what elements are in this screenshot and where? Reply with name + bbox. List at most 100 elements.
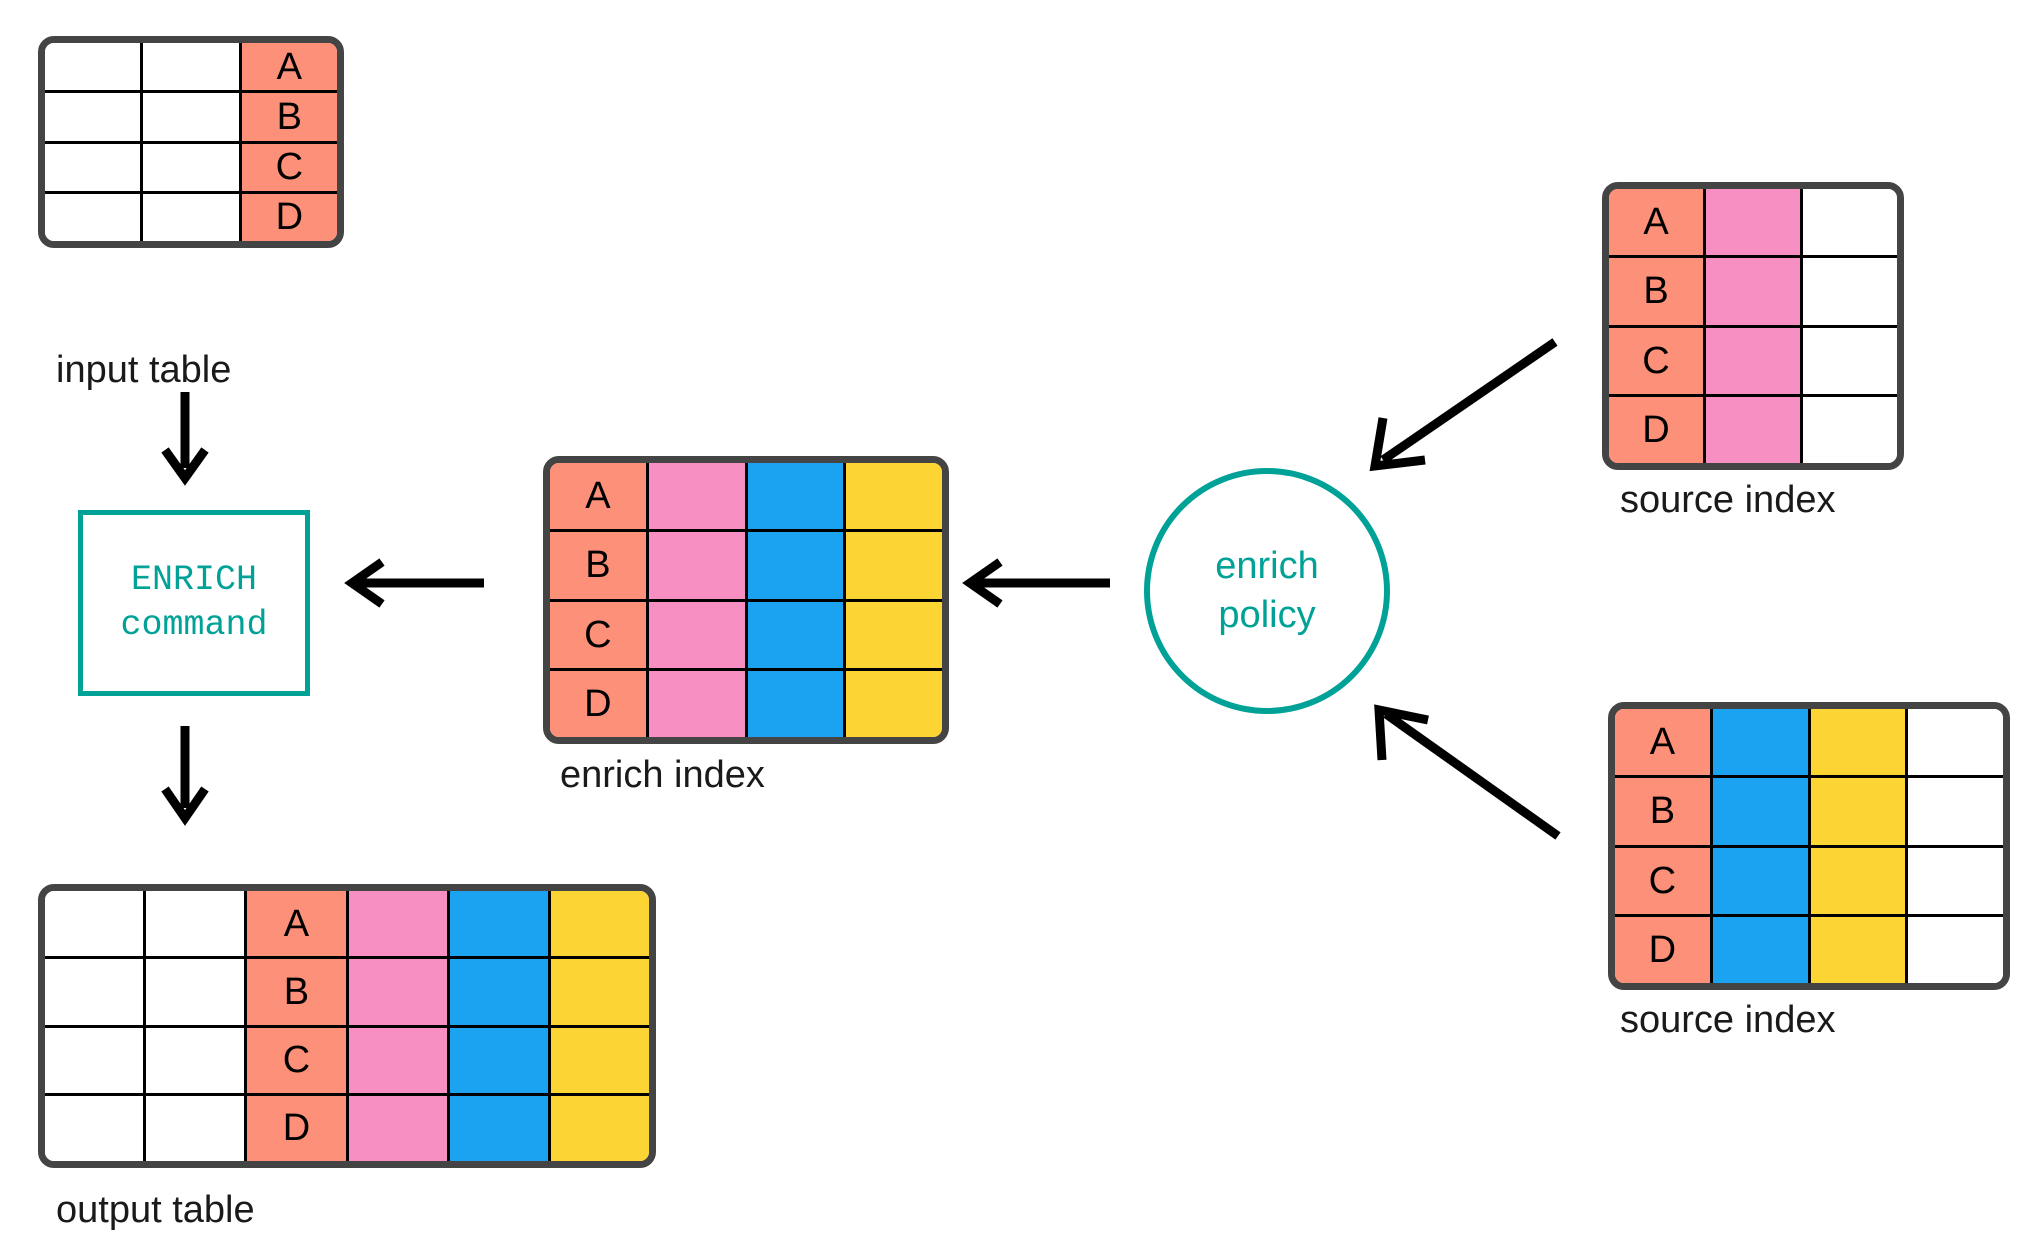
source-index-top-cell-pink-col	[1703, 396, 1800, 463]
output-table-cell-blue-col	[446, 891, 548, 957]
enrich-index-cell-blue-col	[744, 532, 844, 599]
output-table-caption: output table	[56, 1189, 255, 1231]
output-table-cell-blank-col-1	[45, 1095, 144, 1161]
enrich-index-row: B	[550, 529, 942, 599]
output-table-cell-key-col: D	[244, 1095, 346, 1161]
source-index-bottom-cell-blank-col	[1905, 709, 2003, 776]
enrich-command-box[interactable]: ENRICH command	[78, 510, 310, 696]
output-table-cell-blank-col-2	[143, 959, 245, 1025]
source-index-top-cell-key-col: B	[1609, 258, 1703, 325]
source-index-bottom-row: D	[1615, 913, 2003, 983]
source-index-bottom-cell-yellow-col	[1807, 916, 1906, 983]
arrow-source-bottom-to-policy	[1374, 704, 1561, 840]
source-index-bottom-cell-blue-col	[1709, 916, 1808, 983]
source-index-bottom-cell-key-col: A	[1615, 709, 1710, 776]
source-index-bottom-cell-blue-col	[1709, 778, 1808, 845]
input-table-row: C	[45, 140, 337, 191]
output-table-cell-blank-col-2	[143, 891, 245, 957]
source-index-top-row: D	[1609, 393, 1897, 463]
source-index-top-cell-key-col: A	[1609, 189, 1703, 256]
source-index-top-cell-pink-col	[1703, 189, 1800, 256]
input-table-cell-key-col: B	[238, 93, 337, 141]
enrich-command-line-1: ENRICH	[130, 560, 258, 601]
enrich-index-cell-pink-col	[645, 463, 745, 530]
source-index-bottom-cell-blank-col	[1905, 847, 2003, 914]
output-table-cell-pink-col	[345, 891, 447, 957]
input-table-cell-blank-col-1	[45, 143, 141, 191]
output-table-row: A	[45, 891, 649, 957]
arrow-enrich-index-to-command	[344, 558, 484, 608]
source-index-bottom-cell-key-col: B	[1615, 778, 1710, 845]
output-table-cell-key-col: A	[244, 891, 346, 957]
source-index-bottom-cell-blue-col	[1709, 847, 1808, 914]
output-table-cell-blue-col	[446, 1095, 548, 1161]
output-table-cell-blank-col-2	[143, 1095, 245, 1161]
enrich-index-cell-key-col: D	[550, 670, 646, 737]
output-table-cell-pink-col	[345, 959, 447, 1025]
enrich-index-cell-blue-col	[744, 463, 844, 530]
enrich-index-cell-blue-col	[744, 601, 844, 668]
input-table-cell-key-col: C	[238, 143, 337, 191]
source-index-bottom-cell-yellow-col	[1807, 847, 1906, 914]
output-table-cell-blank-col-1	[45, 891, 144, 957]
output-table-cell-pink-col	[345, 1095, 447, 1161]
enrich-policy-line-1: enrich	[1215, 545, 1319, 588]
enrich-policy-node[interactable]: enrich policy	[1144, 468, 1390, 714]
source-index-top-cell-blank-col	[1800, 258, 1897, 325]
input-table-cell-blank-col-1	[45, 43, 141, 91]
output-table-cell-yellow-col	[547, 1095, 649, 1161]
source-index-bottom-row: B	[1615, 775, 2003, 845]
output-table-cell-yellow-col	[547, 891, 649, 957]
output-table-cell-blank-col-1	[45, 959, 144, 1025]
output-table-cell-blank-col-2	[143, 1027, 245, 1093]
source-index-bottom-cell-blue-col	[1709, 709, 1808, 776]
enrich-index-cell-yellow-col	[843, 532, 942, 599]
source-index-bottom-cell-yellow-col	[1807, 709, 1906, 776]
source-index-top-cell-pink-col	[1703, 258, 1800, 325]
enrich-index-cell-pink-col	[645, 601, 745, 668]
arrow-command-to-output	[161, 726, 209, 826]
enrich-index-row: D	[550, 667, 942, 737]
source-index-top-row: C	[1609, 324, 1897, 394]
output-table-cell-key-col: C	[244, 1027, 346, 1093]
output-table-row: B	[45, 956, 649, 1025]
source-index-bottom-cell-blank-col	[1905, 916, 2003, 983]
source-index-bottom-caption: source index	[1620, 999, 1836, 1041]
input-table-caption: input table	[56, 349, 232, 391]
input-table-cell-blank-col-1	[45, 193, 141, 241]
source-index-bottom-cell-key-col: D	[1615, 916, 1710, 983]
arrow-input-to-command	[161, 392, 209, 486]
enrich-index-cell-pink-col	[645, 670, 745, 737]
input-table-cell-blank-col-2	[140, 143, 239, 191]
input-table-row: A	[45, 43, 337, 91]
enrich-index-row: C	[550, 598, 942, 668]
source-index-top-cell-pink-col	[1703, 327, 1800, 394]
source-index-bottom-cell-key-col: C	[1615, 847, 1710, 914]
source-index-top-cell-blank-col	[1800, 396, 1897, 463]
output-table-cell-pink-col	[345, 1027, 447, 1093]
enrich-index-cell-pink-col	[645, 532, 745, 599]
enrich-index-cell-key-col: C	[550, 601, 646, 668]
output-table-row: D	[45, 1092, 649, 1161]
input-table-cell-key-col: D	[238, 193, 337, 241]
source-index-top-cell-blank-col	[1800, 189, 1897, 256]
arrow-policy-to-enrich-index	[962, 558, 1110, 608]
enrich-index-cell-key-col: B	[550, 532, 646, 599]
output-table-cell-blue-col	[446, 959, 548, 1025]
source-index-top-cell-key-col: C	[1609, 327, 1703, 394]
source-index-bottom-row: C	[1615, 844, 2003, 914]
enrich-index-cell-yellow-col	[843, 601, 942, 668]
input-table-cell-blank-col-2	[140, 93, 239, 141]
enrich-command-line-2: command	[120, 605, 268, 645]
source-index-top-cell-key-col: D	[1609, 396, 1703, 463]
enrich-index-cell-yellow-col	[843, 463, 942, 530]
input-table-row: B	[45, 90, 337, 141]
output-table-row: C	[45, 1024, 649, 1093]
enrich-index-cell-key-col: A	[550, 463, 646, 530]
enrich-policy-line-2: policy	[1218, 594, 1316, 636]
